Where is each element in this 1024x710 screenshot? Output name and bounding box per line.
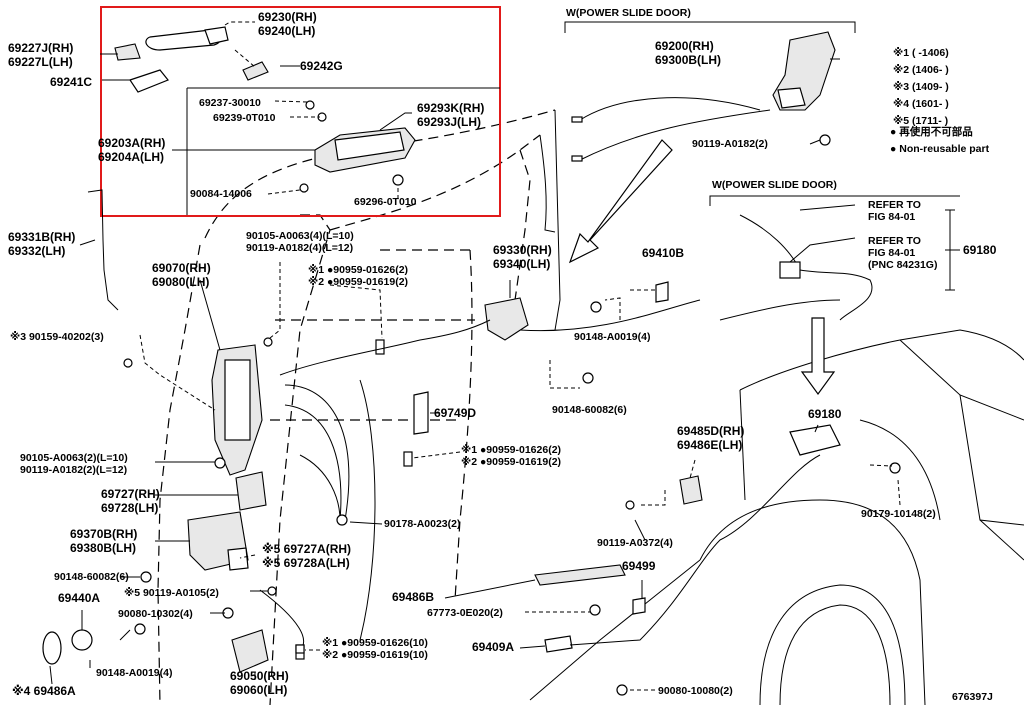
- part-label-69727-1[interactable]: 69727(RH): [101, 487, 160, 501]
- part-label-90148d[interactable]: 90148-A0019(4): [96, 667, 172, 679]
- part-label-69239[interactable]: 69239-0T010: [213, 112, 276, 124]
- part-label-69200-2[interactable]: 69300B(LH): [655, 53, 721, 67]
- rear-vehicle-outline: [529, 329, 1024, 706]
- part-label-69293-1[interactable]: 69293K(RH): [417, 101, 484, 115]
- part-label-69370-1[interactable]: 69370B(RH): [70, 527, 137, 541]
- part-label-69485-2[interactable]: 69486E(LH): [677, 438, 742, 452]
- part-label-69200-1[interactable]: 69200(RH): [655, 39, 714, 53]
- part-label-90959c-1[interactable]: ※1 ●90959-01626(10): [322, 637, 428, 649]
- figure-code: 676397J: [952, 691, 993, 703]
- part-label-90159[interactable]: ※3 90159-40202(3): [10, 331, 104, 343]
- part-label-69370-2[interactable]: 69380B(LH): [70, 541, 136, 555]
- part-label-refer1-1[interactable]: REFER TO: [868, 199, 921, 211]
- part-label-90105a-2[interactable]: 90119-A0182(4)(L=12): [246, 242, 353, 254]
- part-label-69486b[interactable]: 69486B: [392, 590, 434, 604]
- part-label-69330-2[interactable]: 69340(LH): [493, 257, 550, 271]
- part-label-69180a[interactable]: 69180: [808, 407, 842, 421]
- legend-row-4: ※4 (1601- ): [893, 98, 949, 110]
- part-label-69330-1[interactable]: 69330(RH): [493, 243, 552, 257]
- part-label-refer2-1[interactable]: REFER TO: [868, 235, 921, 247]
- part-label-90105b-1[interactable]: 90105-A0063(2)(L=10): [20, 452, 128, 464]
- legend-row-2: ※2 (1406- ): [893, 64, 949, 76]
- part-label-90119c[interactable]: 90119-A0372(4): [597, 537, 673, 549]
- part-shapes: [42, 26, 901, 696]
- title-power-slide-door-1: W(POWER SLIDE DOOR): [566, 7, 691, 19]
- part-label-69237[interactable]: 69237-30010: [199, 97, 261, 109]
- legend-en: ● Non-reusable part: [890, 143, 990, 155]
- part-label-90148c[interactable]: 90148-60082(6): [54, 571, 129, 583]
- part-label-69485-1[interactable]: 69485D(RH): [677, 424, 744, 438]
- part-label-69486a[interactable]: ※4 69486A: [12, 684, 76, 698]
- part-label-90959c-2[interactable]: ※2 ●90959-01619(10): [322, 649, 428, 661]
- part-label-90959b-1[interactable]: ※1 ●90959-01626(2): [461, 444, 561, 456]
- part-label-90959b-2[interactable]: ※2 ●90959-01619(2): [461, 456, 561, 468]
- part-label-69230-2[interactable]: 69240(LH): [258, 24, 315, 38]
- part-label-69227-1[interactable]: 69227J(RH): [8, 41, 73, 55]
- legend: ※1 ( -1406) ※2 (1406- ) ※3 (1409- ) ※4 (…: [890, 47, 990, 155]
- highlight-box: [100, 6, 501, 217]
- part-label-90084[interactable]: 90084-14006: [190, 188, 252, 200]
- part-label-69499[interactable]: 69499: [622, 559, 656, 573]
- part-label-69050-2[interactable]: 69060(LH): [230, 683, 287, 697]
- part-label-90959a-1[interactable]: ※1 ●90959-01626(2): [308, 264, 408, 276]
- part-label-69180b[interactable]: 69180: [963, 243, 997, 257]
- part-label-refer2-2[interactable]: FIG 84-01: [868, 247, 915, 259]
- part-label-69727-2[interactable]: 69728(LH): [101, 501, 158, 515]
- part-label-69331-2[interactable]: 69332(LH): [8, 244, 65, 258]
- legend-row-3: ※3 (1409- ): [893, 81, 949, 93]
- part-label-69410[interactable]: 69410B: [642, 246, 684, 260]
- part-label-67773[interactable]: 67773-0E020(2): [427, 607, 503, 619]
- part-label-90119a[interactable]: 90119-A0182(2): [692, 138, 768, 150]
- part-label-69409[interactable]: 69409A: [472, 640, 514, 654]
- legend-row-5: ※5 (1711- ): [893, 115, 948, 127]
- part-label-90119b[interactable]: ※5 90119-A0105(2): [124, 587, 219, 599]
- part-label-69749[interactable]: 69749D: [434, 406, 476, 420]
- part-label-90105b-2[interactable]: 90119-A0182(2)(L=12): [20, 464, 127, 476]
- part-label-69203-1[interactable]: 69203A(RH): [98, 136, 165, 150]
- part-label-69242[interactable]: 69242G: [300, 59, 343, 73]
- part-label-90080a[interactable]: 90080-10302(4): [118, 608, 193, 620]
- legend-row-1: ※1 ( -1406): [893, 47, 949, 59]
- legend-jp: ● 再使用不可部品: [890, 125, 973, 138]
- part-label-69293-2[interactable]: 69293J(LH): [417, 115, 481, 129]
- part-label-90179[interactable]: 90179-10148(2): [861, 508, 936, 520]
- part-label-refer2-3[interactable]: (PNC 84231G): [868, 259, 937, 271]
- part-label-69070-2[interactable]: 69080(LH): [152, 275, 209, 289]
- part-label-69727a-2[interactable]: ※5 69728A(LH): [262, 556, 350, 570]
- part-labels: 69227J(RH)69227L(LH) 69241C 69230(RH)69240…: [8, 10, 997, 698]
- part-label-69203-2[interactable]: 69204A(LH): [98, 150, 164, 164]
- part-label-69241[interactable]: 69241C: [50, 75, 92, 89]
- part-label-69230-1[interactable]: 69230(RH): [258, 10, 317, 24]
- direction-arrows: [568, 139, 836, 396]
- part-label-69070-1[interactable]: 69070(RH): [152, 261, 211, 275]
- part-label-69331-1[interactable]: 69331B(RH): [8, 230, 75, 244]
- part-label-69050-1[interactable]: 69050(RH): [230, 669, 289, 683]
- part-label-90105a-1[interactable]: 90105-A0063(4)(L=10): [246, 230, 354, 242]
- part-label-69296[interactable]: 69296-0T010: [354, 196, 417, 208]
- part-label-69727a-1[interactable]: ※5 69727A(RH): [262, 542, 351, 556]
- part-label-90959a-2[interactable]: ※2 ●90959-01619(2): [308, 276, 408, 288]
- leader-lines: [49, 21, 960, 691]
- title-power-slide-door-2: W(POWER SLIDE DOOR): [712, 179, 837, 191]
- part-label-90148b[interactable]: 90148-60082(6): [552, 404, 627, 416]
- part-label-90148a[interactable]: 90148-A0019(4): [574, 331, 650, 343]
- part-label-90178[interactable]: 90178-A0023(2): [384, 518, 460, 530]
- part-label-69227-2[interactable]: 69227L(LH): [8, 55, 73, 69]
- part-label-69440[interactable]: 69440A: [58, 591, 100, 605]
- part-label-refer1-2[interactable]: FIG 84-01: [868, 211, 915, 223]
- part-label-90080b[interactable]: 90080-10080(2): [658, 685, 733, 697]
